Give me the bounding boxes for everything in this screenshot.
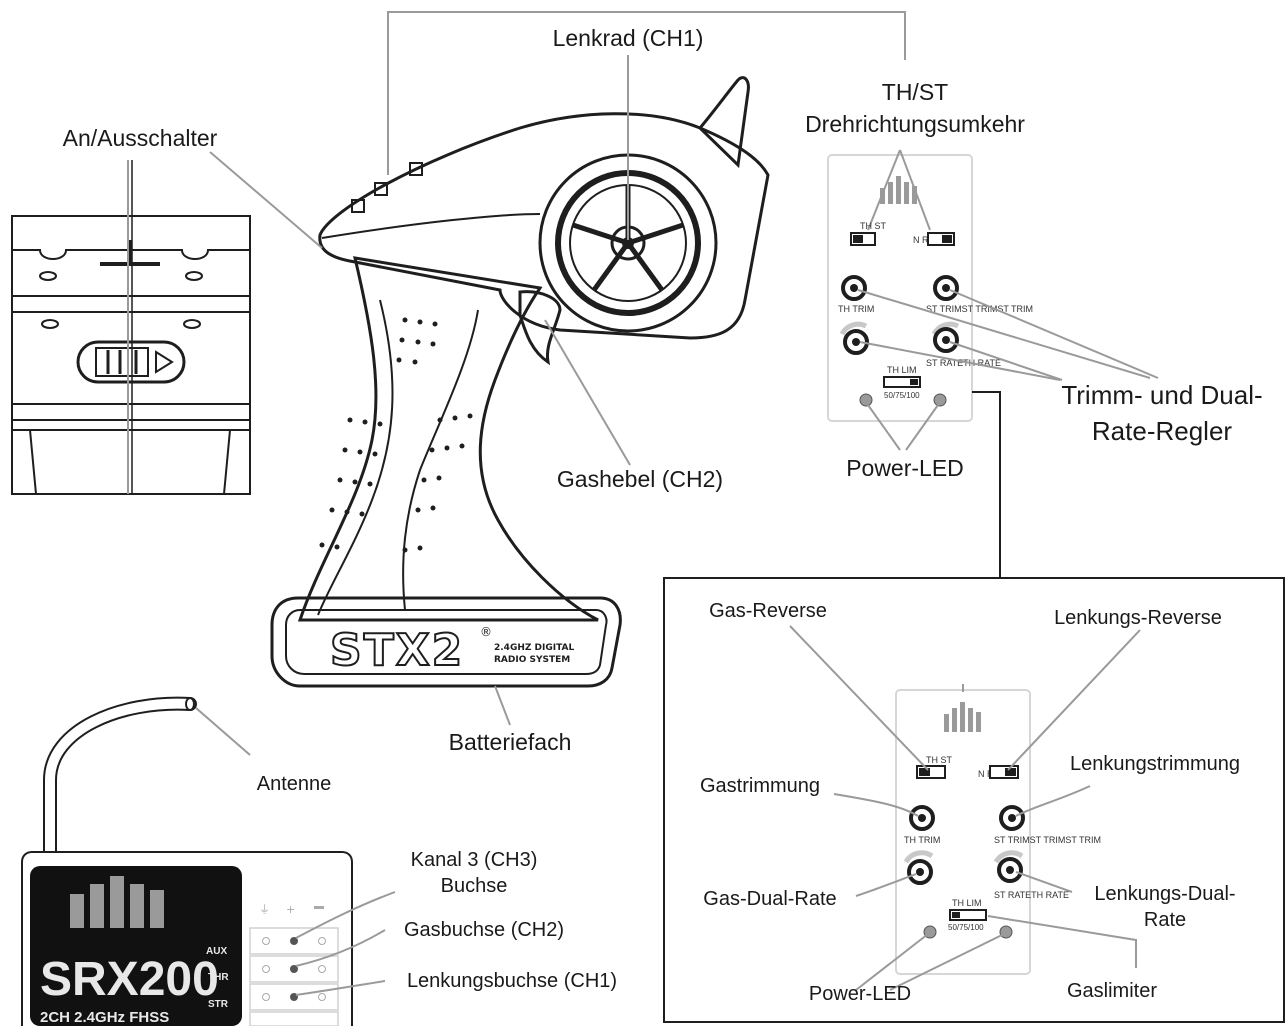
label-steering-dual-rate-1: Lenkungs-Dual- xyxy=(1094,883,1235,905)
leader-trigger xyxy=(544,319,631,466)
throttle-trigger xyxy=(518,290,562,366)
label-steering-port: Lenkungsbuchse (CH1) xyxy=(407,970,617,992)
plus-icon: + xyxy=(286,903,295,916)
leader-battery xyxy=(494,685,511,726)
receiver-pin-header: ⏚ + xyxy=(249,903,339,1026)
port-str-label: STR xyxy=(208,999,229,1010)
label-ch3-2: Buchse xyxy=(441,875,508,897)
label-steering-dual-rate-2: Rate xyxy=(1144,909,1186,931)
label-trim-dr-2: Rate-Regler xyxy=(1092,416,1233,446)
small-th-lim-label: TH LIM xyxy=(887,365,917,375)
control-panel-small: TH ST N R N R TH TRIM ST TRIMST TRIMST T… xyxy=(827,149,1159,451)
detail-st-rate-label: ST RATETH RATE xyxy=(994,890,1069,900)
leader-ch3 xyxy=(295,891,396,939)
receiver-spec: 2CH 2.4GHz FHSS xyxy=(40,1009,169,1026)
label-power-switch: An/Ausschalter xyxy=(63,125,218,151)
label-reverse-title-1: TH/ST xyxy=(882,79,948,105)
detail-th-trim-label: TH TRIM xyxy=(904,835,940,845)
small-st-rate-label: ST RATETH RATE xyxy=(926,358,1001,368)
leader-antenna xyxy=(195,707,251,756)
small-st-trim-label: ST TRIMST TRIMST TRIM xyxy=(926,304,1033,314)
label-battery: Batteriefach xyxy=(449,729,572,755)
detail-power-led-right xyxy=(999,925,1013,939)
label-gas-limiter: Gaslimiter xyxy=(1067,980,1157,1002)
label-gas-trim: Gastrimmung xyxy=(700,775,820,797)
label-detail-power-led: Power-LED xyxy=(809,983,911,1005)
tagline-line-1: 2.4GHZ DIGITAL xyxy=(494,643,574,653)
label-steering-reverse: Lenkungs-Reverse xyxy=(1054,607,1222,629)
label-gas-reverse: Gas-Reverse xyxy=(709,600,827,622)
detail-signal-bars-icon xyxy=(944,702,981,732)
ground-icon: ⏚ xyxy=(259,903,270,916)
power-switch-inset xyxy=(11,160,251,495)
brand-logo: STX2 xyxy=(330,625,464,676)
small-lim-values: 50/75/100 xyxy=(884,391,920,400)
leader-power-switch xyxy=(209,151,323,249)
receiver-signal-bars-icon xyxy=(70,876,164,928)
connector-line xyxy=(972,391,1001,578)
port-aux-label: AUX xyxy=(206,946,227,957)
receiver-model: SRX200 xyxy=(40,953,219,1006)
bracket-line xyxy=(387,11,906,175)
receiver: Antenne SRX200 2CH 2.4GHz FHSS AUX THR S… xyxy=(21,696,617,1026)
detail-panel: TH ST N R N R TH TRIM ST TRIMST TRIMST T… xyxy=(663,577,1285,1023)
label-ch3-1: Kanal 3 (CH3) xyxy=(411,849,538,871)
label-steering-wheel: Lenkrad (CH1) xyxy=(553,25,704,51)
leader-steer-port xyxy=(295,980,386,996)
detail-lim-values: 50/75/100 xyxy=(948,923,984,932)
tagline-line-2: RADIO SYSTEM xyxy=(494,655,570,665)
label-reverse-title-2: Drehrichtungsumkehr xyxy=(805,111,1025,137)
label-steering-trim: Lenkungstrimmung xyxy=(1070,753,1240,775)
label-gas-dual-rate: Gas-Dual-Rate xyxy=(703,888,836,910)
transmitter-base xyxy=(270,596,622,688)
signal-icon xyxy=(314,906,324,909)
small-power-led-left xyxy=(859,393,873,407)
detail-switch-left-label: TH ST xyxy=(926,755,953,765)
brand-reg-mark: ® xyxy=(480,625,492,639)
detail-th-lim-label: TH LIM xyxy=(952,898,982,908)
grip-texture xyxy=(319,317,473,553)
antenna-wire xyxy=(43,696,197,863)
small-switch-left-label: TH ST xyxy=(860,221,887,231)
transmitter-grip xyxy=(297,256,599,622)
label-trim-dr-1: Trimm- und Dual- xyxy=(1061,380,1262,410)
label-power-led: Power-LED xyxy=(846,455,964,481)
small-th-trim-label: TH TRIM xyxy=(838,304,874,314)
label-antenna: Antenne xyxy=(257,773,332,795)
leader-gas-port xyxy=(295,929,386,967)
detail-st-trim-label: ST TRIMST TRIMST TRIM xyxy=(994,835,1101,845)
transmitter: STX2 ® 2.4GHZ DIGITAL RADIO SYSTEM xyxy=(270,11,906,688)
label-gas-port: Gasbuchse (CH2) xyxy=(404,919,564,941)
port-thr-label: THR xyxy=(208,972,229,983)
small-throttle-limiter-switch xyxy=(883,376,921,388)
label-throttle-trigger: Gashebel (CH2) xyxy=(557,466,723,492)
small-power-led-right xyxy=(933,393,947,407)
throttle-limiter-switch xyxy=(949,909,987,921)
transmitter-head xyxy=(318,112,770,340)
